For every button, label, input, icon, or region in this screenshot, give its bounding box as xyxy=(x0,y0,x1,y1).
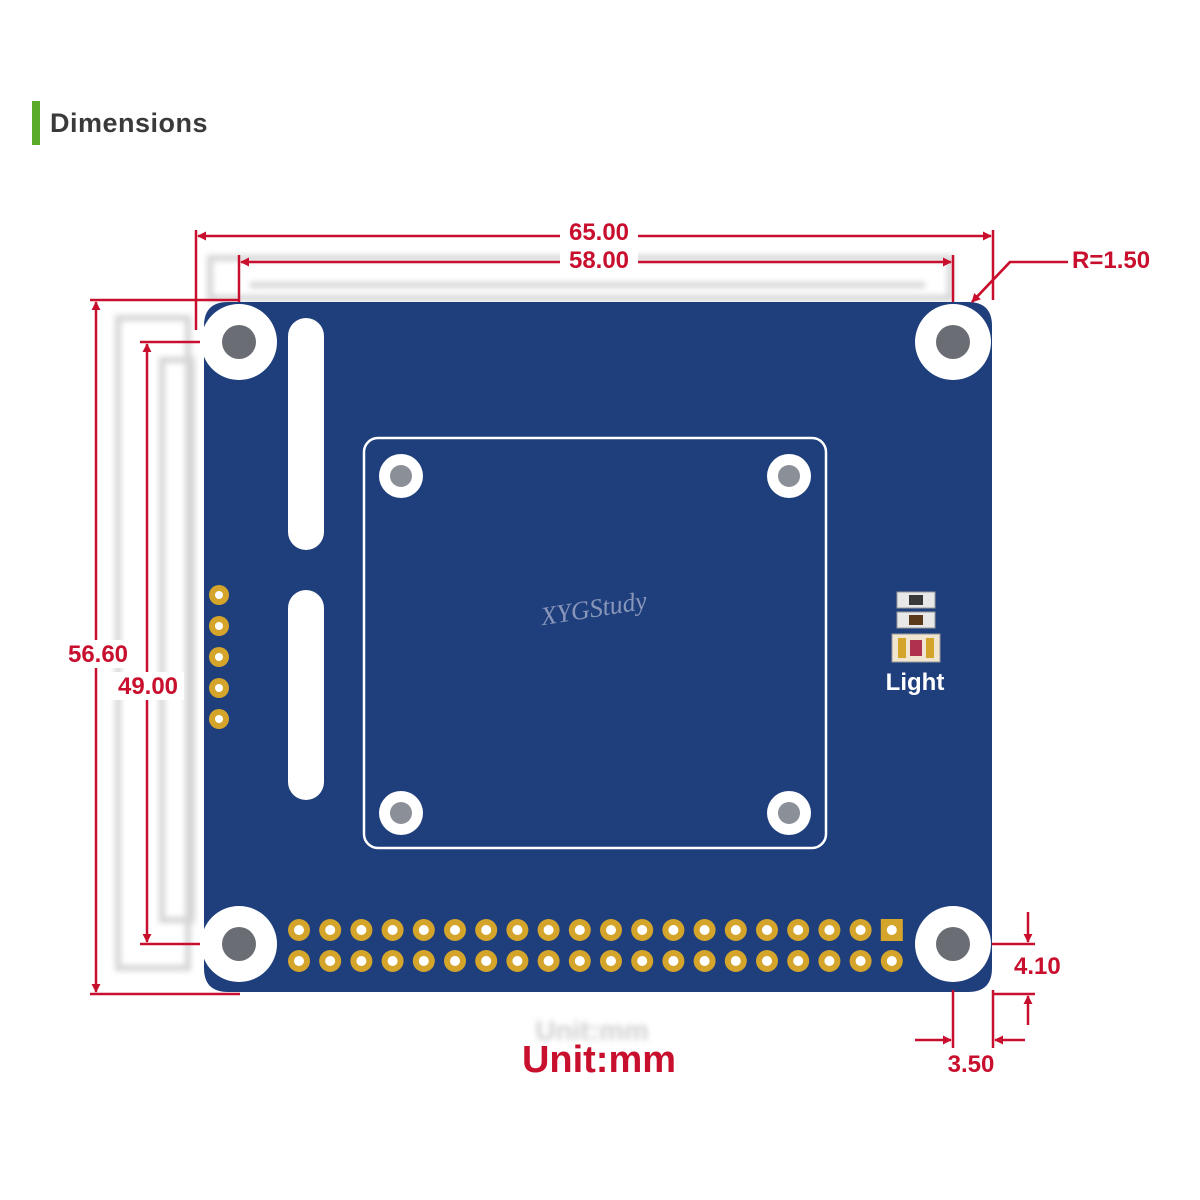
header-pin-hole xyxy=(356,956,367,966)
header-pin-hole xyxy=(886,925,897,935)
header-pin-hole xyxy=(356,925,367,935)
header-pin-hole xyxy=(762,956,772,966)
header-pin-hole xyxy=(699,925,710,935)
module-outline xyxy=(362,436,828,850)
dim-label-hole-offset-x: 3.50 xyxy=(948,1051,995,1078)
header-pin-hole xyxy=(294,925,304,935)
section-title: Dimensions xyxy=(50,107,209,138)
mounting-holes xyxy=(201,304,991,982)
header-pin-hole xyxy=(450,956,460,966)
side-pad-hole xyxy=(215,684,223,692)
module-holes xyxy=(379,454,811,835)
header-pin-hole xyxy=(543,925,554,935)
dim-label-height-holes: 49.00 xyxy=(118,673,178,700)
side-pad-hole xyxy=(215,653,223,661)
header-pin-hole xyxy=(387,956,398,966)
header-pin-hole xyxy=(668,956,679,966)
unit-label: Unit:mm xyxy=(522,1039,676,1081)
header-pin-hole xyxy=(730,956,741,966)
header-pin-hole xyxy=(855,925,866,935)
light-sensor-component xyxy=(891,591,941,663)
side-pads xyxy=(209,585,229,729)
header-pin-hole xyxy=(606,956,616,966)
header-pin-hole xyxy=(668,925,679,935)
dim-label-height-overall: 56.60 xyxy=(68,641,128,668)
radius-leader xyxy=(971,260,1068,303)
header-pin-hole xyxy=(450,925,460,935)
side-pad-hole xyxy=(215,591,223,599)
dim-label-hole-offset-y: 4.10 xyxy=(1014,953,1061,980)
header-pin-hole xyxy=(606,925,616,935)
header-pin-hole xyxy=(730,925,741,935)
header-pin-hole xyxy=(637,925,648,935)
header-pin-hole xyxy=(481,956,492,966)
dimension-labels: 65.00 58.00 R=1.50 56.60 49.00 4.10 3.50 xyxy=(62,219,1150,1078)
section-header: Dimensions xyxy=(32,101,208,145)
header-pin-hole xyxy=(325,956,336,966)
header-pin-hole xyxy=(543,956,554,966)
pcb-board: Light XYGStudy xyxy=(201,302,992,992)
header-pin-hole xyxy=(824,956,835,966)
header-pin-hole xyxy=(512,956,523,966)
section-accent-bar xyxy=(32,101,40,145)
dim-label-width-overall: 65.00 xyxy=(569,219,629,246)
header-pin-hole xyxy=(574,925,585,935)
header-pin-hole xyxy=(325,925,336,935)
board-slot-upper xyxy=(288,318,324,550)
header-pin-hole xyxy=(637,956,648,966)
board-slot-lower xyxy=(288,590,324,800)
header-pin-hole xyxy=(793,925,804,935)
header-pin-hole xyxy=(387,925,398,935)
header-pin-hole xyxy=(574,956,585,966)
header-pin-hole xyxy=(699,956,710,966)
header-pin-hole xyxy=(418,925,429,935)
header-pin-hole xyxy=(294,956,304,966)
header-pin-hole xyxy=(762,925,772,935)
gpio-header xyxy=(288,919,903,972)
header-pin-hole xyxy=(824,925,835,935)
sensor-label: Light xyxy=(886,669,945,696)
dim-label-width-holes: 58.00 xyxy=(569,247,629,274)
header-pin-hole xyxy=(855,956,866,966)
header-pin-hole xyxy=(512,925,523,935)
side-pad-hole xyxy=(215,715,223,723)
header-pin-hole xyxy=(481,925,492,935)
dim-label-corner-radius: R=1.50 xyxy=(1072,247,1150,274)
header-pin-hole xyxy=(418,956,429,966)
header-pin-hole xyxy=(793,956,804,966)
unit-label-ghost: Unit:mm xyxy=(535,1015,649,1046)
side-pad-hole xyxy=(215,622,223,630)
header-pin-hole xyxy=(886,956,897,966)
